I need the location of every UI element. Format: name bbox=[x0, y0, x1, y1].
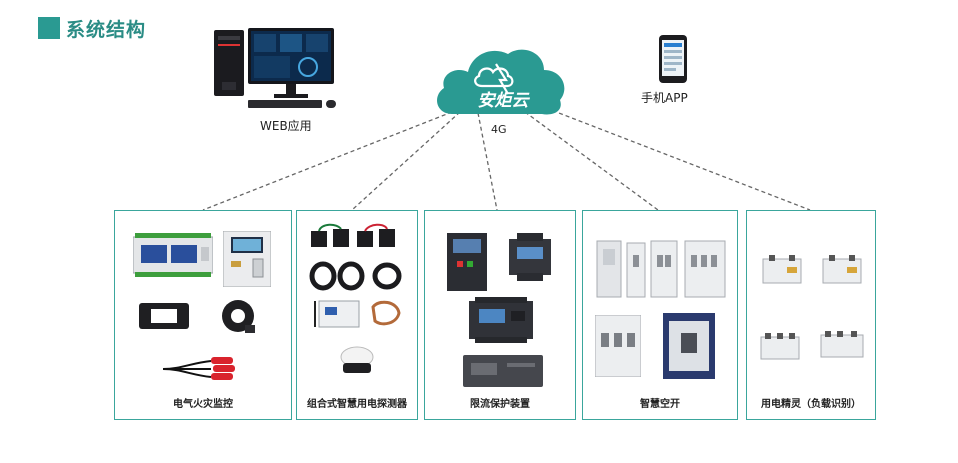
load-identifier-icon-4 bbox=[820, 331, 864, 358]
protector-dinrail-icon bbox=[509, 233, 551, 281]
panel-monitor-icon bbox=[223, 231, 271, 287]
web-app-label: WEB应用 bbox=[260, 119, 312, 133]
mobile-app-label: 手机APP bbox=[641, 91, 688, 105]
protector-unit-icon bbox=[463, 355, 543, 387]
group-box-combined-detector: 组合式智慧用电探测器 bbox=[296, 210, 418, 420]
load-identifier-icon-2 bbox=[822, 255, 862, 284]
cloud-label: 安炬云 bbox=[477, 91, 529, 111]
section-header: 系统结构 bbox=[38, 13, 146, 43]
cloud-icon bbox=[437, 49, 565, 115]
group-label: 组合式智慧用电探测器 bbox=[307, 399, 407, 410]
group-box-electrical-fire-monitor: 电气火灾监控 bbox=[114, 210, 292, 420]
temperature-sensor-icon bbox=[162, 357, 235, 380]
group-box-current-limit-protector: 限流保护装置 bbox=[424, 210, 576, 420]
link-4g-label: 4G bbox=[491, 123, 507, 136]
ct-ring-row-icon bbox=[309, 261, 402, 291]
ct-clamp-row-icon bbox=[311, 223, 395, 247]
protector-panel-icon bbox=[447, 233, 487, 291]
connector-line-4 bbox=[524, 111, 659, 211]
group-box-smart-breaker: 智慧空开 bbox=[582, 210, 738, 420]
ct-sensor-round-icon bbox=[222, 300, 255, 333]
dinrail-monitor-icon bbox=[133, 233, 213, 277]
connector-line-5 bbox=[545, 107, 811, 211]
group-label: 电气火灾监控 bbox=[173, 399, 233, 410]
smoke-detector-icon bbox=[340, 346, 374, 373]
group-label: 用电精灵（负载识别） bbox=[761, 399, 861, 410]
load-identifier-icon-3 bbox=[760, 333, 800, 360]
molded-case-breaker-icon bbox=[663, 313, 715, 379]
connector-line-1 bbox=[202, 111, 453, 211]
protector-module-icon bbox=[469, 297, 533, 343]
header-square-icon bbox=[38, 17, 60, 39]
ct-sensor-square-icon bbox=[139, 303, 189, 329]
connector-line-2 bbox=[351, 111, 461, 211]
connector-line-3 bbox=[477, 112, 498, 211]
page-title: 系统结构 bbox=[66, 18, 147, 41]
group-box-load-identifier: 用电精灵（负载识别） bbox=[746, 210, 876, 420]
group-label: 限流保护装置 bbox=[470, 399, 530, 410]
breaker-3pole-icon bbox=[595, 315, 641, 377]
web-computer-icon bbox=[214, 28, 336, 108]
phone-icon bbox=[659, 35, 687, 83]
group-label: 智慧空开 bbox=[640, 399, 680, 410]
breaker-row-icon bbox=[596, 240, 726, 298]
load-identifier-icon-1 bbox=[762, 255, 802, 284]
detector-module-icon bbox=[314, 300, 401, 328]
